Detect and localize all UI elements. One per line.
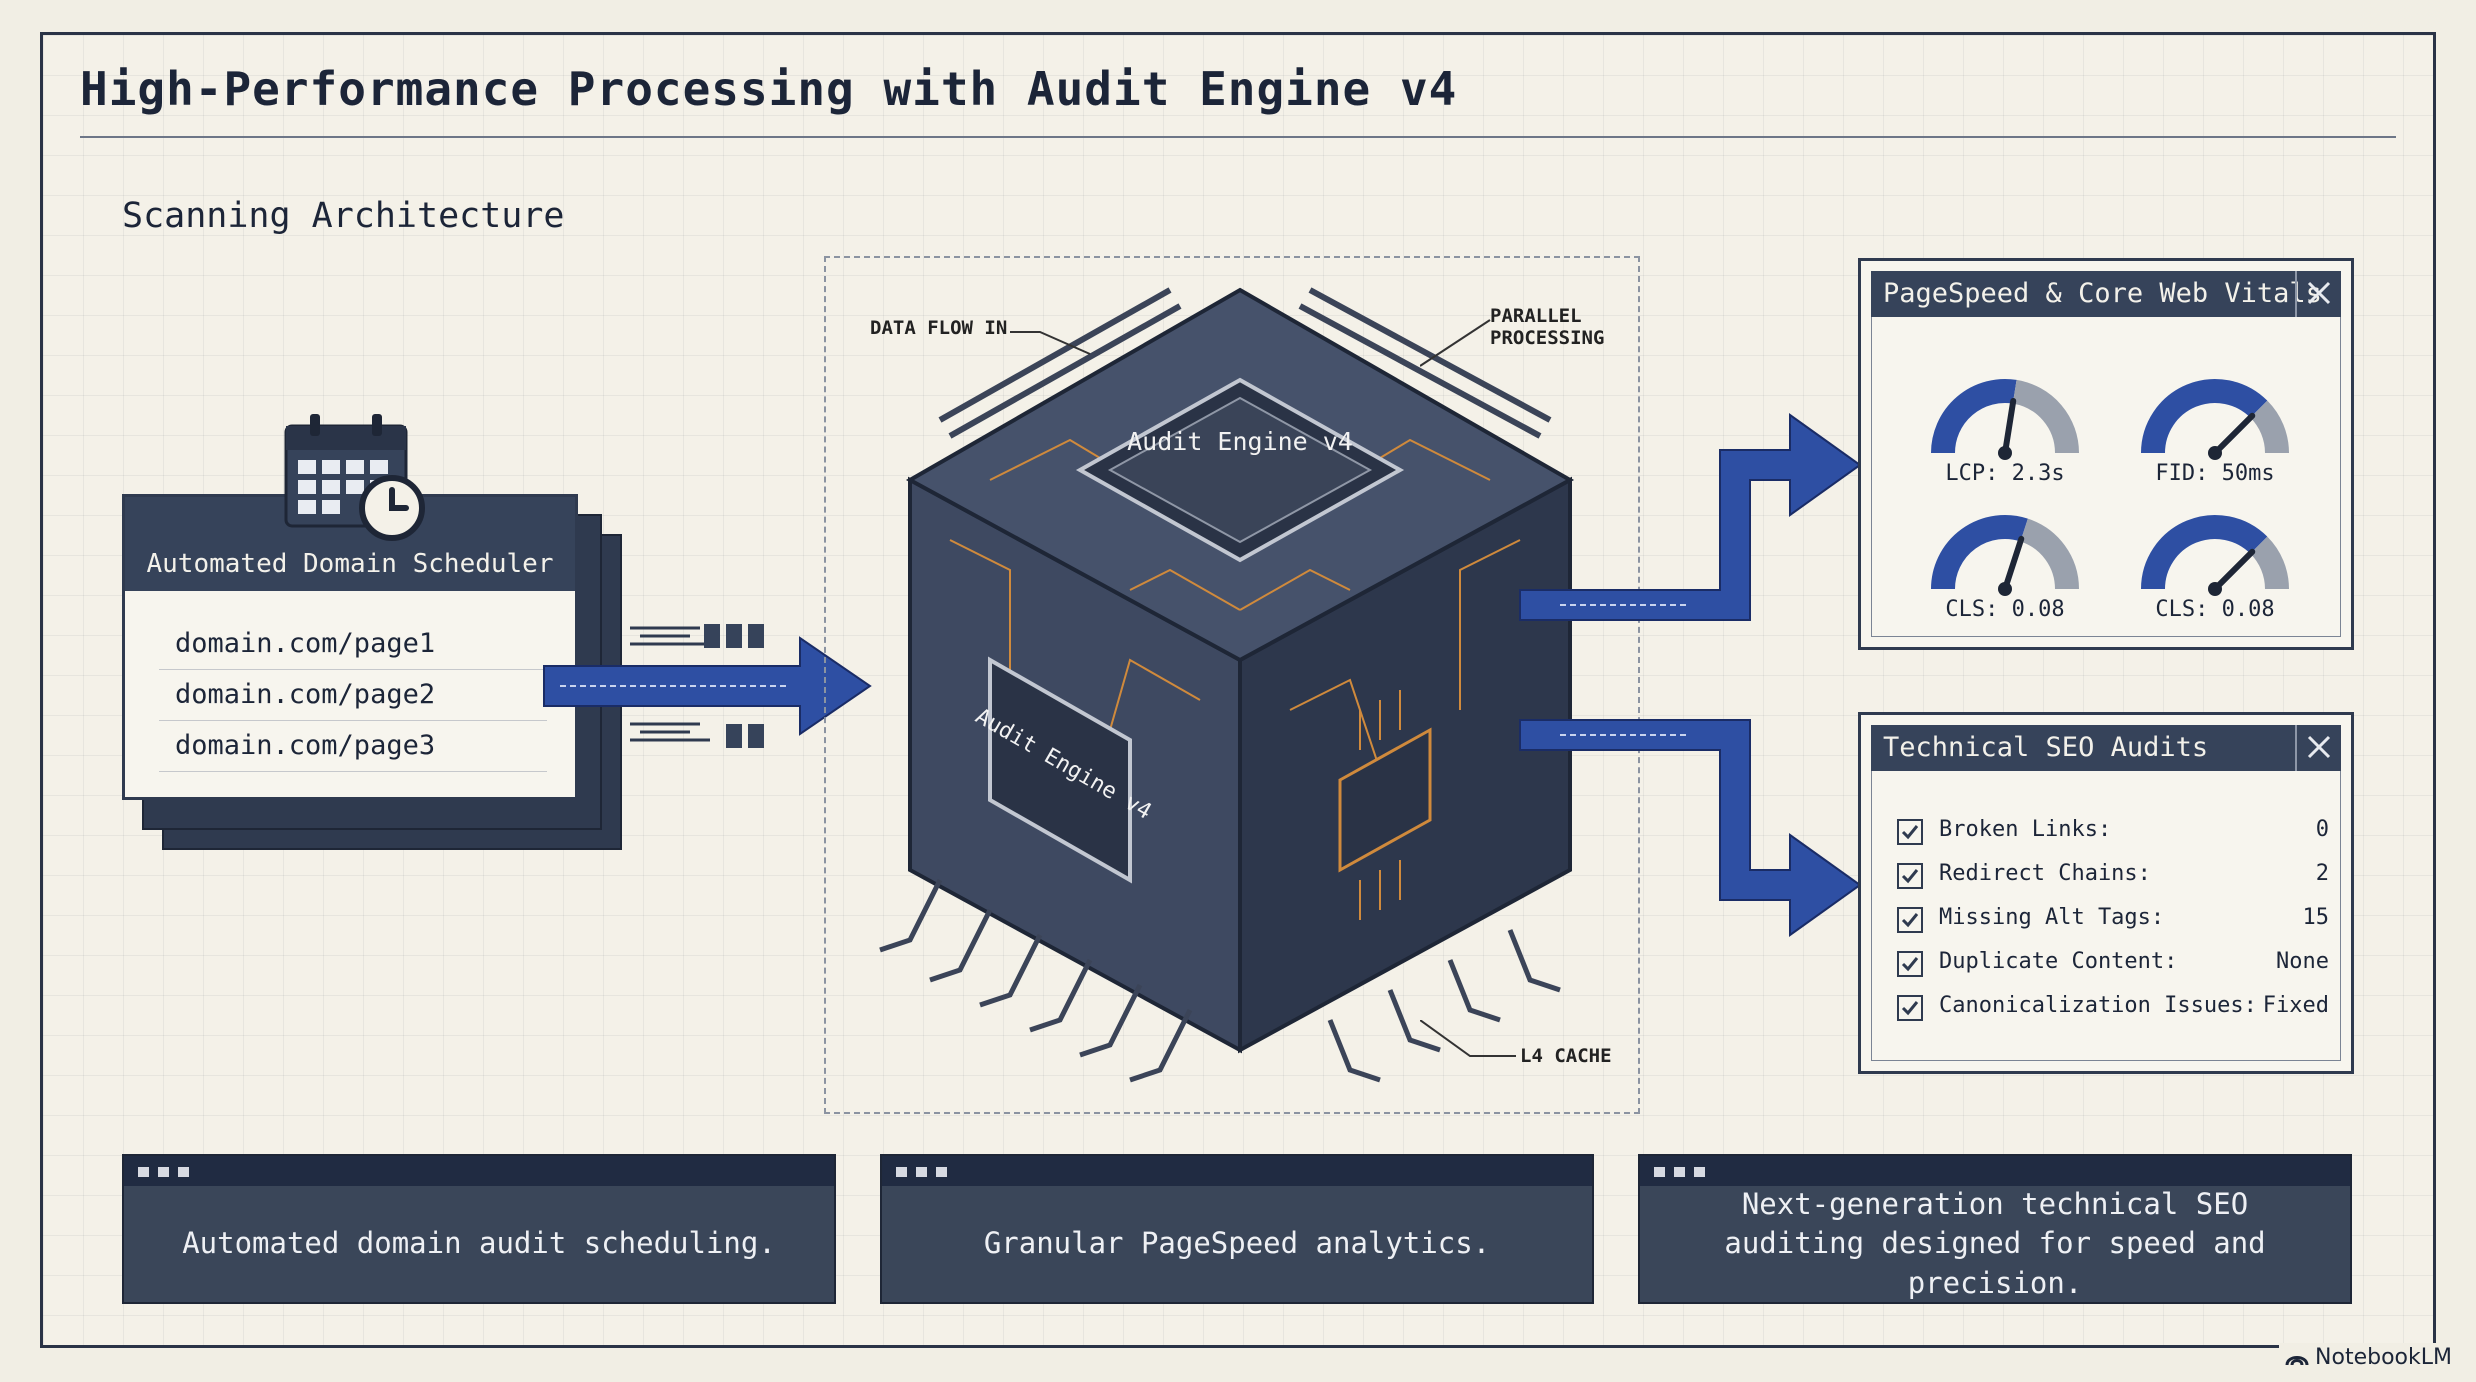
gauge-arc bbox=[2141, 515, 2268, 590]
scheduler-list: domain.com/page1 domain.com/page2 domain… bbox=[159, 619, 547, 772]
gauge-arc bbox=[2249, 400, 2289, 454]
audit-label: Redirect Chains: bbox=[1939, 861, 2151, 886]
gauge-lcp-label: LCP: 2.3s bbox=[1945, 461, 2065, 486]
calendar-clock-icon bbox=[284, 414, 425, 541]
window-dot-icon bbox=[916, 1167, 927, 1177]
gauge-arc bbox=[2249, 536, 2289, 590]
brand-name: NotebookLM bbox=[2315, 1345, 2452, 1370]
gauge-fid-label: FID: 50ms bbox=[2155, 461, 2275, 486]
scheduler-item-3: domain.com/page3 bbox=[159, 721, 547, 772]
engine-boundary bbox=[824, 256, 1640, 1114]
gauge-cls-1: CLS: 0.08 bbox=[1905, 497, 2105, 627]
section-subtitle: Scanning Architecture bbox=[122, 196, 565, 236]
input-arrow bbox=[543, 624, 872, 748]
gauge-cls-1-dial bbox=[1931, 515, 2079, 596]
pagespeed-panel: PageSpeed & Core Web Vitals LCP: 2.3s FI… bbox=[1858, 258, 2354, 650]
card-text: Automated domain audit scheduling. bbox=[182, 1226, 776, 1261]
feature-card-scheduling: Automated domain audit scheduling. bbox=[122, 1154, 836, 1304]
chip-pins-bottom bbox=[879, 878, 1561, 1083]
gauge-cls-2: CLS: 0.08 bbox=[2115, 497, 2315, 627]
window-dot-icon bbox=[1694, 1167, 1705, 1177]
gauge-hub bbox=[2208, 446, 2222, 460]
feature-card-pagespeed: Granular PageSpeed analytics. bbox=[880, 1154, 1594, 1304]
audit-label: Missing Alt Tags: bbox=[1939, 905, 2165, 930]
audit-value: 15 bbox=[2302, 905, 2330, 930]
window-dot-icon bbox=[1654, 1167, 1665, 1177]
window-dot-icon bbox=[158, 1167, 169, 1177]
gauge-arc bbox=[1931, 379, 2017, 454]
window-dot-icon bbox=[896, 1167, 907, 1177]
chip-core bbox=[1338, 727, 1432, 873]
gauge-arc bbox=[2019, 518, 2079, 590]
gauge-hub bbox=[1998, 446, 2012, 460]
audit-value: Fixed bbox=[2262, 993, 2329, 1018]
gauge-arc bbox=[1931, 515, 2028, 590]
gauge-fid: FID: 50ms bbox=[2115, 361, 2315, 491]
card-titlebar bbox=[882, 1156, 1592, 1186]
feature-card-seo: Next-generation technical SEO auditing d… bbox=[1638, 1154, 2352, 1304]
card-text: Next-generation technical SEO auditing d… bbox=[1724, 1187, 2266, 1300]
callout-cache: L4 CACHE bbox=[1520, 1045, 1612, 1067]
checkbox-checked-icon[interactable] bbox=[1897, 951, 1923, 977]
gauge-cls-2-dial bbox=[2141, 515, 2289, 596]
chip-side-die bbox=[988, 656, 1132, 884]
gauge-arc bbox=[2012, 379, 2079, 454]
checkbox-checked-icon[interactable] bbox=[1897, 863, 1923, 889]
audit-value: None bbox=[2276, 949, 2329, 974]
window-dot-icon bbox=[936, 1167, 947, 1177]
gauge-hub bbox=[2208, 582, 2222, 596]
callout-parallel-leader bbox=[1420, 319, 1491, 367]
card-titlebar bbox=[124, 1156, 834, 1186]
audit-row-broken-links: Broken Links: 0 bbox=[1897, 811, 2329, 855]
audit-label: Duplicate Content: bbox=[1939, 949, 2178, 974]
audit-row-duplicate-content: Duplicate Content: None bbox=[1897, 943, 2329, 987]
gauge-needle bbox=[2002, 535, 2025, 592]
audit-label: Broken Links: bbox=[1939, 817, 2112, 842]
output-arrows bbox=[1519, 413, 1862, 937]
callout-data-flow: DATA FLOW IN bbox=[870, 317, 1008, 339]
window-dot-icon bbox=[1674, 1167, 1685, 1177]
gauge-lcp-dial bbox=[1931, 379, 2079, 460]
close-icon[interactable] bbox=[2295, 271, 2341, 317]
audit-value: 0 bbox=[2315, 817, 2329, 842]
gauge-arc bbox=[2141, 379, 2268, 454]
card-text: Granular PageSpeed analytics. bbox=[983, 1226, 1491, 1261]
window-dot-icon bbox=[178, 1167, 189, 1177]
data-lines-top bbox=[630, 626, 710, 646]
audit-row-redirect-chains: Redirect Chains: 2 bbox=[1897, 855, 2329, 899]
audit-label: Canonicalization Issues: bbox=[1939, 993, 2257, 1018]
gauge-fid-dial bbox=[2141, 379, 2289, 460]
callout-parallel: PARALLEL PROCESSING bbox=[1490, 305, 1605, 349]
gauge-cls-1-label: CLS: 0.08 bbox=[1945, 597, 2065, 622]
gauge-hub bbox=[1998, 582, 2012, 596]
page-title: High-Performance Processing with Audit E… bbox=[80, 62, 1458, 116]
notebooklm-logo-icon bbox=[2285, 1355, 2309, 1365]
brand-watermark: NotebookLM bbox=[2279, 1343, 2458, 1372]
checkbox-checked-icon[interactable] bbox=[1897, 907, 1923, 933]
seo-title: Technical SEO Audits bbox=[1871, 725, 2341, 771]
gauge-lcp: LCP: 2.3s bbox=[1905, 361, 2105, 491]
gauge-cls-2-label: CLS: 0.08 bbox=[2155, 597, 2275, 622]
audit-value: 2 bbox=[2315, 861, 2329, 886]
audit-engine-chip: Audit Engine v4 Audit Engine v4 bbox=[879, 287, 1575, 1083]
scheduler-item-2: domain.com/page2 bbox=[159, 670, 547, 721]
checkbox-checked-icon[interactable] bbox=[1897, 819, 1923, 845]
gauge-needle bbox=[2002, 397, 2017, 456]
gauge-needle bbox=[2212, 412, 2256, 456]
title-divider bbox=[80, 136, 2396, 138]
chip-pins-top bbox=[938, 287, 1552, 439]
audit-row-missing-alt: Missing Alt Tags: 15 bbox=[1897, 899, 2329, 943]
scheduler-item-1: domain.com/page1 bbox=[159, 619, 547, 670]
chip-top-label: Audit Engine v4 bbox=[1127, 427, 1353, 456]
close-icon[interactable] bbox=[2295, 725, 2341, 771]
seo-panel: Technical SEO Audits Broken Links: 0 Red… bbox=[1858, 712, 2354, 1074]
pagespeed-title: PageSpeed & Core Web Vitals bbox=[1871, 271, 2341, 317]
callout-cache-leader bbox=[1420, 1020, 1516, 1057]
callout-data-flow-leader bbox=[1010, 331, 1091, 355]
audit-row-canonicalization: Canonicalization Issues: Fixed bbox=[1897, 987, 2329, 1031]
gauge-needle bbox=[2212, 548, 2256, 592]
window-dot-icon bbox=[138, 1167, 149, 1177]
card-titlebar bbox=[1640, 1156, 2350, 1186]
checkbox-checked-icon[interactable] bbox=[1897, 995, 1923, 1021]
